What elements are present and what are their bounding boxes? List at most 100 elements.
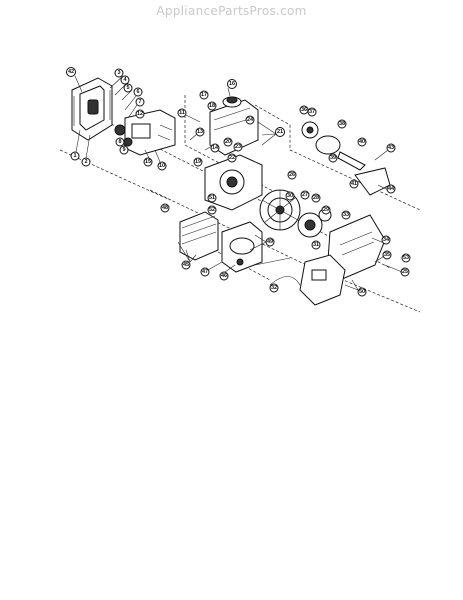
callout-29: 29 (321, 205, 331, 215)
callout-23: 23 (233, 142, 243, 152)
svg-text:35: 35 (384, 252, 390, 258)
callout-7: 7 (135, 97, 145, 107)
callout-30: 30 (285, 191, 295, 201)
part-housing-cover (71, 77, 113, 141)
svg-text:9: 9 (122, 147, 125, 153)
callout-16: 16 (227, 79, 237, 89)
callout-43: 43 (386, 143, 396, 153)
callout-46: 46 (219, 271, 229, 281)
callout-1: 1 (70, 151, 80, 161)
svg-text:3: 3 (117, 70, 120, 76)
callout-2: 2 (81, 157, 91, 167)
svg-text:48: 48 (162, 205, 168, 211)
callout-21: 21 (275, 127, 285, 137)
svg-text:38: 38 (339, 121, 345, 127)
svg-text:29: 29 (323, 207, 329, 213)
callout-49: 49 (265, 237, 275, 247)
svg-text:4: 4 (123, 77, 127, 83)
svg-text:53: 53 (403, 255, 409, 261)
callout-44: 44 (386, 184, 396, 194)
callout-10: 10 (157, 161, 167, 171)
callout-40: 40 (357, 137, 367, 147)
svg-text:6: 6 (136, 89, 139, 95)
svg-text:19: 19 (195, 159, 201, 165)
callout-17: 17 (199, 90, 209, 100)
callout-42: 42 (66, 67, 76, 77)
callout-15: 15 (143, 157, 153, 167)
svg-text:25: 25 (402, 269, 408, 275)
callout-14: 14 (210, 143, 220, 153)
svg-text:45: 45 (183, 262, 189, 268)
svg-text:1: 1 (73, 153, 76, 159)
svg-text:5: 5 (126, 85, 129, 91)
part-recoil-starter (297, 208, 386, 281)
callout-33: 33 (341, 210, 351, 220)
svg-text:41: 41 (351, 181, 357, 187)
callout-8: 8 (115, 137, 125, 147)
callout-20: 20 (223, 137, 233, 147)
svg-text:49: 49 (267, 239, 273, 245)
svg-text:10: 10 (159, 163, 165, 169)
callout-19: 19 (193, 157, 203, 167)
svg-text:30: 30 (287, 193, 293, 199)
callout-22: 22 (227, 153, 237, 163)
callout-4: 4 (120, 75, 130, 85)
callout-28: 28 (311, 193, 321, 203)
callout-36: 36 (299, 105, 309, 115)
callout-53: 53 (401, 253, 411, 263)
svg-text:27: 27 (302, 192, 308, 198)
part-crankcase (204, 154, 263, 211)
svg-text:50: 50 (359, 289, 365, 295)
svg-text:42: 42 (68, 69, 74, 75)
callout-24: 24 (245, 115, 255, 125)
svg-text:34: 34 (383, 237, 390, 243)
callout-6: 6 (133, 87, 143, 97)
svg-text:40: 40 (359, 139, 365, 145)
callout-39: 39 (328, 153, 338, 163)
callout-41: 41 (349, 179, 359, 189)
callout-9: 9 (119, 145, 129, 155)
part-cylinder-muffler (179, 211, 263, 273)
svg-text:39: 39 (330, 155, 336, 161)
leader-lines (74, 75, 403, 291)
part-fuel-tank (209, 96, 259, 156)
svg-text:14: 14 (212, 145, 219, 151)
callout-3: 3 (114, 68, 124, 78)
svg-text:13: 13 (197, 129, 203, 135)
callout-layer: 42 3 4 5 6 7 8 9 1 2 10 11 12 13 14 15 1… (66, 67, 411, 297)
callout-45: 45 (181, 260, 191, 270)
svg-text:46: 46 (221, 273, 227, 279)
svg-text:33: 33 (343, 212, 349, 218)
svg-text:37: 37 (309, 109, 315, 115)
svg-text:44: 44 (388, 186, 395, 192)
part-base-mount (254, 254, 346, 306)
svg-text:17: 17 (201, 92, 207, 98)
callout-25: 25 (400, 267, 410, 277)
svg-text:47: 47 (202, 269, 208, 275)
svg-text:18: 18 (209, 103, 215, 109)
callout-11: 11 (177, 108, 187, 118)
svg-text:15: 15 (145, 159, 151, 165)
svg-text:16: 16 (229, 81, 235, 87)
callout-51: 51 (207, 193, 217, 203)
svg-text:32: 32 (271, 285, 277, 291)
callout-18: 18 (207, 101, 217, 111)
svg-text:24: 24 (247, 117, 254, 123)
svg-text:23: 23 (235, 144, 241, 150)
svg-text:11: 11 (179, 110, 185, 116)
watermark: AppliancePartsPros.com (156, 4, 307, 18)
svg-text:26: 26 (289, 172, 295, 178)
svg-text:31: 31 (313, 242, 319, 248)
svg-text:2: 2 (84, 159, 87, 165)
callout-50: 50 (357, 287, 367, 297)
callout-32: 32 (269, 283, 279, 293)
svg-text:8: 8 (118, 139, 121, 145)
callout-52: 52 (207, 205, 217, 215)
svg-text:12: 12 (137, 111, 143, 117)
callout-31: 31 (311, 240, 321, 250)
svg-text:28: 28 (313, 195, 319, 201)
svg-text:36: 36 (301, 107, 307, 113)
callout-13: 13 (195, 127, 205, 137)
callout-47: 47 (200, 267, 210, 277)
